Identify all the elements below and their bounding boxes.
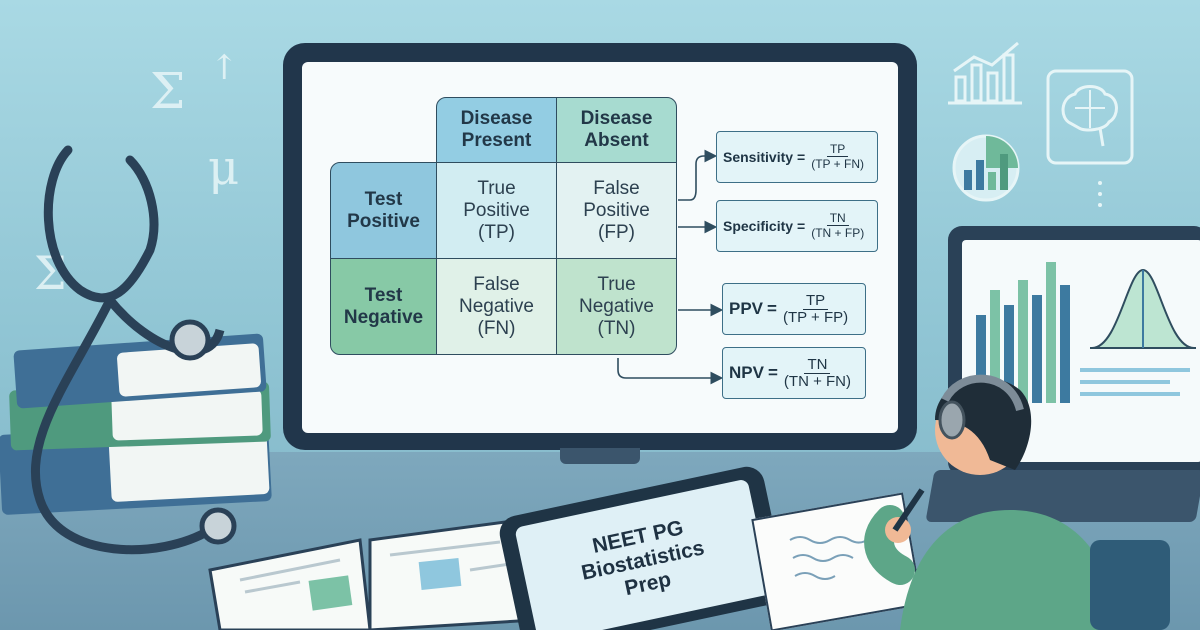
laptop-text-line [1080,380,1170,384]
ppv-formula: PPV = TP(TP + FP) [722,283,866,335]
brain-icon [1046,69,1134,165]
equals-sign: = [767,299,777,318]
sensitivity-label: Sensitivity [723,149,794,165]
dotted-connector [1098,181,1102,207]
student-figure [864,374,1170,630]
formula-connectors [617,149,724,385]
sensitivity-formula: Sensitivity = TP(TP + FN) [716,131,878,183]
bar-chart-icon [948,41,1022,105]
equals-sign: = [767,363,778,382]
mu-symbol: μ [208,140,240,196]
notebook-writing [789,536,871,580]
ppv-numerator: TP [802,292,829,310]
laptop-text-line [1080,368,1190,372]
npv-label: NPV [729,363,764,382]
laptop-charts [976,262,1196,403]
pen-icon [892,488,925,532]
specificity-formula: Specificity = TN(TN + FP) [716,200,878,252]
specificity-denominator: (TN + FP) [811,226,865,240]
stethoscope-icon [31,145,237,555]
specificity-label: Specificity [723,218,794,234]
pie-chart-icon [952,134,1020,202]
sigma-symbol: Σ [150,62,186,120]
headphones-icon [938,400,966,440]
equals-sign: = [797,218,806,234]
specificity-numerator: TN [826,211,849,226]
open-book [208,518,537,630]
sensitivity-numerator: TP [826,142,849,157]
npv-formula: NPV = TN(TN + FN) [722,347,866,399]
equals-sign: = [797,149,806,165]
npv-denominator: (TN + FN) [783,372,851,390]
ppv-denominator: (TP + FP) [782,308,849,326]
ppv-label: PPV [729,299,764,318]
monitor-stand [560,448,640,464]
npv-numerator: TN [804,356,831,374]
sensitivity-denominator: (TP + FN) [811,157,864,171]
laptop-text-line [1080,392,1180,396]
arrow-up-symbol: ↑ [210,48,239,88]
